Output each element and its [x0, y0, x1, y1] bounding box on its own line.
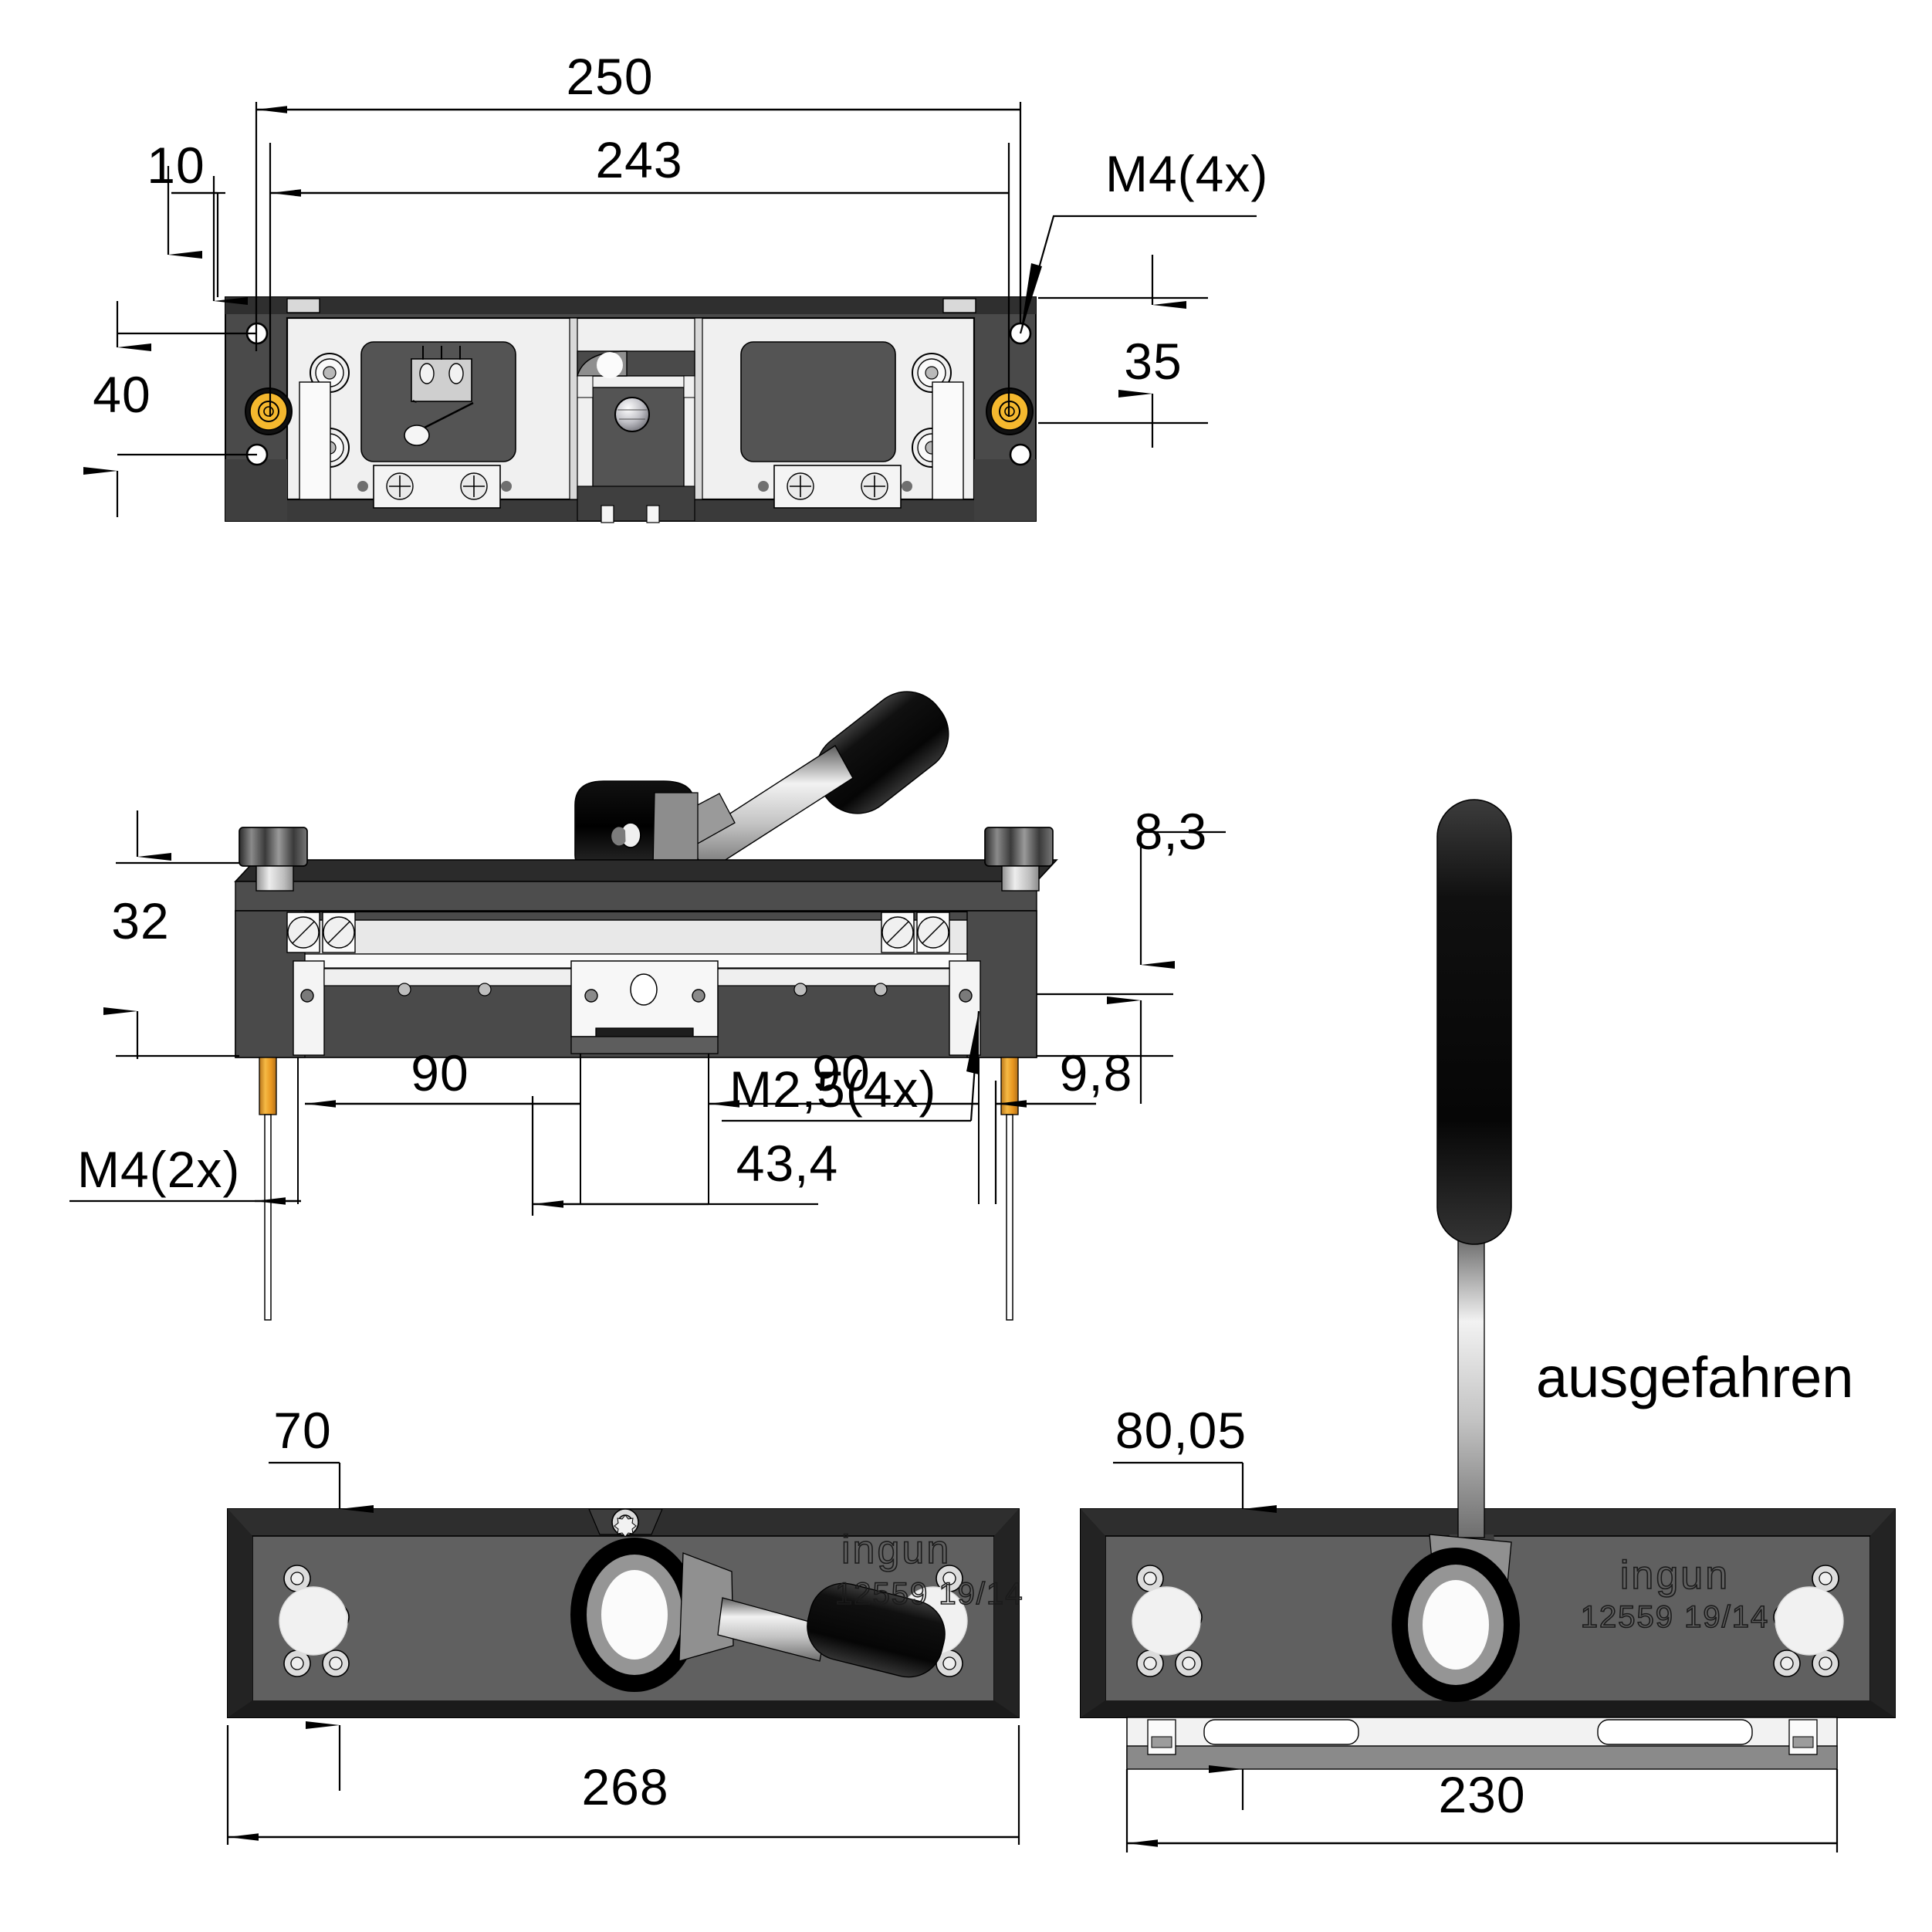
note-m4-4x: M4(4x) [1105, 145, 1268, 202]
lever-ring-extended [1392, 799, 1520, 1702]
brand-logo-left: ingun [841, 1528, 951, 1572]
brand-logo-right: ingun [1620, 1553, 1730, 1598]
dim-10: 10 [147, 137, 205, 194]
dim-80-05: 80,05 [1115, 1402, 1247, 1459]
screw-strip-right [758, 465, 912, 509]
dim-243: 243 [595, 131, 682, 188]
dim-268: 268 [581, 1758, 668, 1815]
part-marking-right: 12559 19/14 [1581, 1600, 1769, 1634]
lever-ring-retracted [570, 1538, 946, 1692]
bottom-views-dimensions [226, 1461, 1839, 1852]
dim-32: 32 [111, 892, 169, 949]
corner-screws-left-2 [1132, 1565, 1203, 1677]
thumbscrew-right [984, 827, 1054, 892]
center-mechanism-top [577, 350, 695, 523]
front-view-geometry [225, 296, 1037, 523]
dim-230: 230 [1438, 1766, 1525, 1823]
side-section-geometry [234, 691, 1058, 1321]
dim-8-3: 8,3 [1135, 803, 1208, 860]
screw-strip-left [357, 465, 512, 509]
corner-screws-right-2 [1773, 1565, 1844, 1677]
corner-screws-left [279, 1565, 350, 1677]
dim-35: 35 [1124, 333, 1182, 390]
test-pin-left [259, 1057, 277, 1321]
dim-90-left: 90 [411, 1044, 469, 1101]
part-marking-left: 12559 19/14 [835, 1577, 1024, 1611]
bottom-left-view-geometry [227, 1508, 1020, 1718]
dim-43-4: 43,4 [736, 1135, 838, 1192]
bushing-left [245, 387, 293, 435]
dim-90-right: 90 [812, 1044, 870, 1101]
bottom-right-view-geometry [1080, 799, 1896, 1770]
torx-screw-top [611, 1508, 639, 1538]
center-block-under [570, 960, 719, 1054]
lever-hub [574, 780, 699, 873]
thumbscrew-left [239, 827, 308, 892]
front-view-dimensions [83, 102, 1257, 517]
dim-9-8: 9,8 [1060, 1044, 1133, 1101]
dim-70: 70 [273, 1402, 331, 1459]
note-m4-2x: M4(2x) [77, 1141, 240, 1198]
slot-screws-left [286, 912, 356, 953]
side-view-dimensions [69, 810, 1226, 1216]
note-m2-5-4x: M2,5(4x) [729, 1061, 936, 1118]
dim-40: 40 [93, 366, 151, 423]
label-ausgefahren: ausgefahren [1536, 1345, 1853, 1409]
slot-screws-right [881, 912, 950, 953]
connector-block [404, 346, 474, 446]
dim-250: 250 [566, 48, 653, 105]
